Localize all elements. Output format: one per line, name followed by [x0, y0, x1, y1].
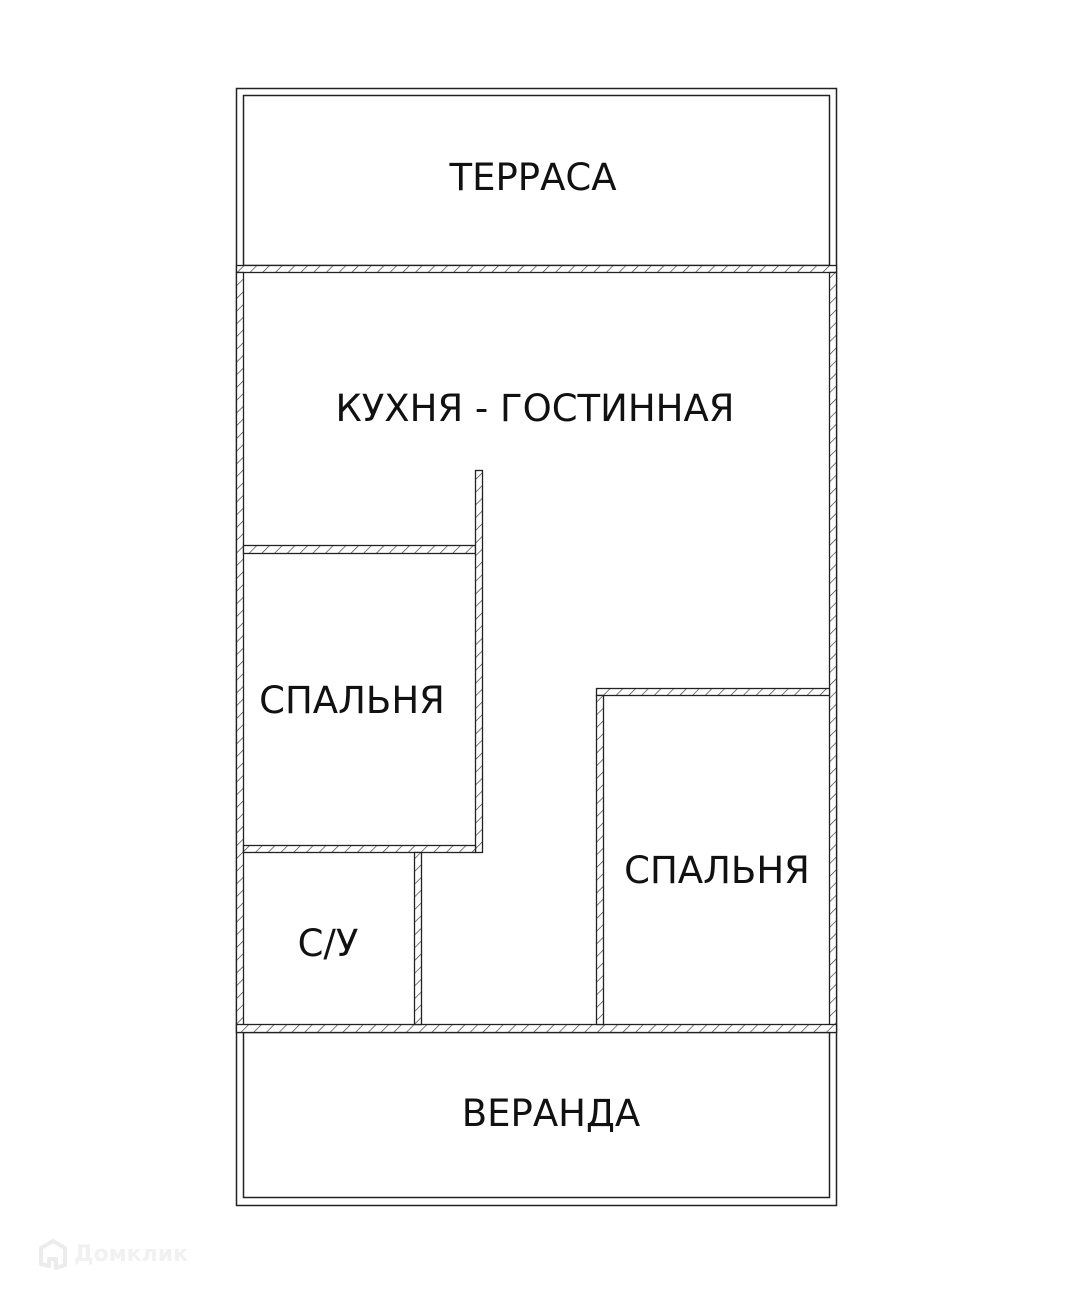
watermark-text: Домклик [74, 1241, 189, 1267]
room-label-bedroom-2: СПАЛЬНЯ [624, 849, 810, 892]
room-label-terrace: ТЕРРАСА [448, 156, 616, 199]
wall-bedroom2-left [595, 694, 605, 1026]
watermark: Домклик [38, 1238, 188, 1270]
room-label-bedroom-1: СПАЛЬНЯ [259, 679, 445, 722]
wall-terrace-kitchen [235, 264, 838, 274]
wall-bedroom1-bottom [242, 844, 477, 854]
walls [235, 264, 838, 1034]
wall-bathroom-right [413, 851, 423, 1026]
wall-bedroom1-top [242, 544, 477, 555]
room-label-kitchen-living: КУХНЯ - ГОСТИННАЯ [335, 387, 734, 430]
room-label-veranda: ВЕРАНДА [462, 1092, 640, 1135]
room-label-bathroom: С/У [298, 922, 359, 965]
wall-left [235, 271, 245, 1034]
wall-bottom [235, 1023, 838, 1034]
wall-partition-vertical [474, 469, 484, 854]
outer-frame [235, 87, 838, 1207]
wall-bedroom2-top [595, 687, 831, 697]
wall-right [828, 271, 838, 1034]
house-logo-icon [39, 1239, 67, 1270]
